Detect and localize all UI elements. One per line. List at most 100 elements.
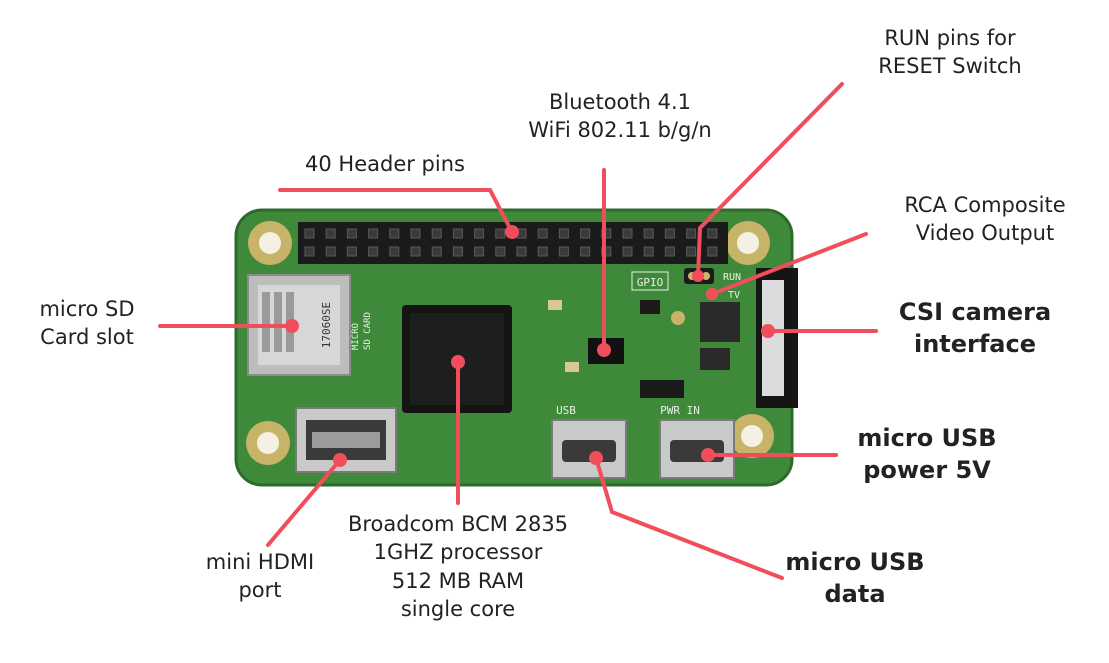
callout-line-rca: [710, 232, 868, 296]
usb-silk-label: USB: [556, 404, 576, 417]
header-pin: [431, 228, 442, 239]
header-pin: [431, 246, 442, 257]
mounting-hole-bottom-right: [730, 414, 774, 458]
callout-dot-csi: [761, 324, 775, 338]
label-run-pins-line-1: RUN pins for: [884, 26, 1016, 50]
label-soc-line-1: Broadcom BCM 2835: [347, 512, 569, 536]
label-microsd-line-1: micro SD: [39, 297, 135, 321]
header-pin: [474, 228, 485, 239]
gpio-silk-label: GPIO: [637, 276, 664, 289]
header-pin: [325, 228, 336, 239]
smd-component: [640, 380, 684, 398]
mounting-hole-top-right: [726, 221, 770, 265]
smd-component: [565, 362, 579, 372]
header-pin: [643, 246, 654, 257]
callout-dot-hdmi: [333, 453, 347, 467]
label-usb-data-line-1: micro USB: [785, 548, 925, 576]
label-soc-line-2: 1GHZ processor: [373, 540, 543, 565]
header-pin: [537, 228, 548, 239]
label-csi-line-2: interface: [913, 330, 1037, 359]
callout-line-header: [278, 188, 514, 234]
callout-dot-rca: [706, 288, 718, 300]
label-usb-power-line-1: micro USB: [857, 424, 997, 452]
header-pin: [580, 246, 591, 257]
header-pin: [389, 228, 400, 239]
header-pin: [664, 228, 675, 239]
label-bluetooth-line-1: Bluetooth 4.1: [548, 90, 692, 114]
label-microsd-line-2: Card slot: [40, 325, 134, 350]
label-hdmi: mini HDMI port: [180, 548, 340, 605]
header-pin: [537, 246, 548, 257]
label-header-pins: 40 Header pins: [280, 150, 490, 178]
label-usb-data-line-2: data: [824, 580, 886, 609]
header-pin: [368, 228, 379, 239]
header-pin: [304, 246, 315, 257]
smd-component: [640, 300, 660, 314]
header-pin: [686, 246, 697, 257]
label-header-pins-line-1: 40 Header pins: [305, 152, 465, 176]
label-rca-line-2: Video Output: [915, 221, 1055, 246]
callout-dot-soc: [451, 355, 465, 369]
callout-lines: [158, 82, 878, 580]
smd-component: [700, 348, 730, 370]
pwr-in-silk-label: PWR IN: [660, 404, 700, 417]
callout-line-usb-data: [594, 456, 784, 580]
header-pin: [304, 228, 315, 239]
header-pin: [601, 228, 612, 239]
label-microsd: micro SD Card slot: [12, 295, 162, 352]
header-pin: [622, 246, 633, 257]
header-pin: [346, 246, 357, 257]
header-pin: [474, 246, 485, 257]
header-pin: [686, 228, 697, 239]
label-bluetooth: Bluetooth 4.1 WiFi 802.11 b/g/n: [510, 88, 730, 145]
callout-line-run: [696, 82, 844, 278]
mounting-hole-bottom-left: [246, 421, 290, 465]
inductor: [700, 302, 740, 342]
header-pin: [410, 246, 421, 257]
header-pin: [558, 246, 569, 257]
micro-sd-silk-2: SD CARD: [363, 312, 373, 350]
label-csi-line-1: CSI camera: [898, 298, 1052, 326]
test-pad: [671, 311, 685, 325]
header-pin: [325, 246, 336, 257]
mounting-hole-top-left: [248, 221, 292, 265]
callout-dot-bluetooth: [597, 343, 611, 357]
callout-dot-microsd: [285, 319, 299, 333]
header-pin: [452, 246, 463, 257]
header-pin: [643, 228, 654, 239]
label-hdmi-line-2: port: [238, 578, 282, 603]
smd-component: [548, 300, 562, 310]
header-pin: [601, 246, 612, 257]
label-run-pins-line-2: RESET Switch: [878, 54, 1022, 79]
gpio-header-pins: [304, 228, 718, 257]
header-pin: [707, 228, 718, 239]
label-csi: CSI camera interface: [880, 296, 1070, 361]
header-pin: [622, 228, 633, 239]
micro-sd-silk-1: MICRO: [351, 323, 361, 350]
callout-dot-usb-data: [589, 451, 603, 465]
header-pin: [516, 246, 527, 257]
header-pin: [452, 228, 463, 239]
sd-code-label: 17060SE: [320, 302, 333, 348]
callout-line-hdmi: [266, 458, 342, 547]
callout-dot-run: [692, 270, 704, 282]
callout-dots: [285, 225, 775, 467]
header-pin: [495, 246, 506, 257]
label-soc-line-3: 512 MB RAM: [391, 568, 525, 593]
tv-silk-label: TV: [728, 290, 740, 301]
header-pin: [707, 246, 718, 257]
label-usb-power-line-2: power 5V: [863, 456, 991, 485]
header-pin: [410, 228, 421, 239]
gpio-silk-box: [631, 271, 669, 291]
label-soc-line-4: single core: [400, 597, 516, 622]
label-bluetooth-line-2: WiFi 802.11 b/g/n: [528, 118, 712, 143]
header-pin: [664, 246, 675, 257]
run-silk-label: RUN: [723, 272, 741, 283]
label-run-pins: RUN pins for RESET Switch: [850, 24, 1050, 81]
label-rca: RCA Composite Video Output: [880, 191, 1090, 248]
header-pin: [495, 228, 506, 239]
label-rca-line-1: RCA Composite: [904, 193, 1066, 217]
header-pin: [558, 228, 569, 239]
label-hdmi-line-1: mini HDMI: [205, 550, 315, 574]
